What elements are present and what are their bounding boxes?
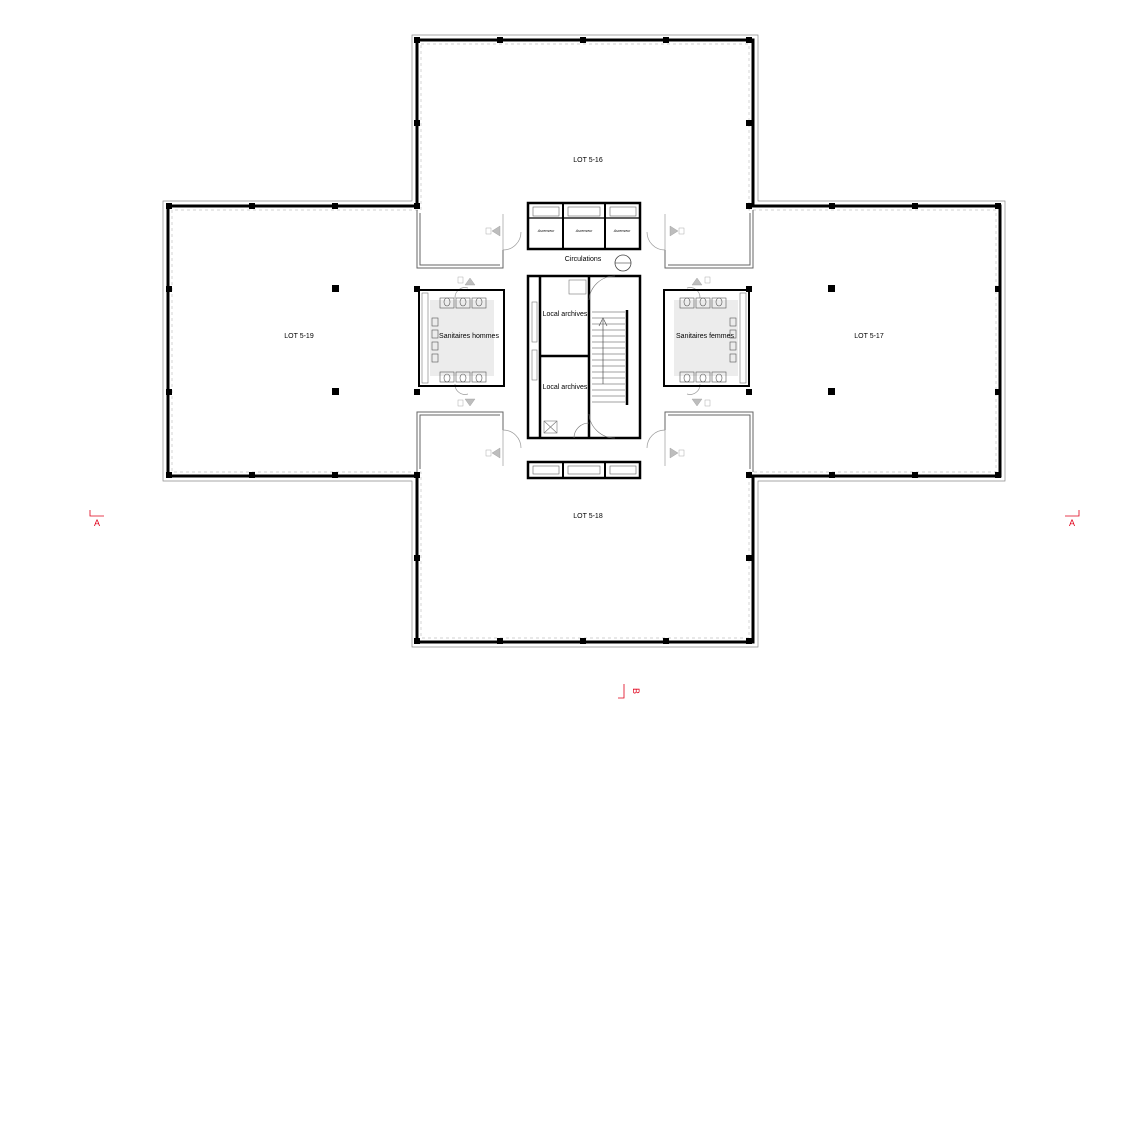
section-mark-left [89, 510, 104, 517]
section-mark-right [1065, 510, 1080, 517]
wc-toilet [459, 297, 467, 307]
wc-cubicles-east [679, 297, 737, 383]
wc-toilet [683, 373, 691, 383]
core-details [531, 275, 616, 439]
wc-toilet [715, 373, 723, 383]
lot-south-label: LOT 5-18 [573, 513, 603, 520]
columns [166, 37, 1001, 644]
exterior-walls [166, 38, 1002, 644]
section-mark-bottom-label: B [631, 688, 641, 694]
wc-toilet [699, 297, 707, 307]
wc-toilet [459, 373, 467, 383]
wc-sink [431, 353, 439, 363]
curtain-wall [162, 34, 1006, 648]
lot-east-label: LOT 5-17 [854, 333, 884, 340]
lobby-partitions [416, 210, 754, 472]
sanitaires-femmes-label: Sanitaires femmes [676, 333, 734, 340]
wc-toilet [475, 297, 483, 307]
wc-sink [431, 341, 439, 351]
wc-toilet [443, 297, 451, 307]
stair-direction-arrow [598, 317, 608, 384]
central-core [526, 274, 642, 440]
wc-toilet [443, 373, 451, 383]
elevator-bank-south [526, 460, 642, 480]
elevator-bank-north [526, 201, 642, 251]
wc-toilet [683, 297, 691, 307]
elevator-label-1: Ascenseur [537, 229, 555, 233]
wc-sink [431, 317, 439, 327]
wc-toilet [699, 373, 707, 383]
archives-upper-label: Local archives [543, 311, 588, 318]
sanitaires-hommes-room [418, 289, 505, 387]
wc-toilet [475, 373, 483, 383]
lot-west-label: LOT 5-19 [284, 333, 314, 340]
elevator-label-2: Ascenseur [575, 229, 593, 233]
wc-sink [729, 341, 737, 351]
wc-sink [729, 353, 737, 363]
section-mark-left-label: A [94, 518, 100, 528]
archives-lower-label: Local archives [543, 384, 588, 391]
wc-toilet [715, 297, 723, 307]
wc-cubicles-west [431, 297, 487, 383]
circulations-label: Circulations [565, 256, 602, 263]
wc-sink [431, 329, 439, 339]
sanitaires-femmes-room [663, 289, 750, 387]
stair-treads [592, 311, 625, 403]
lot-north-label: LOT 5-16 [573, 157, 603, 164]
wc-sink [729, 329, 737, 339]
sanitaires-hommes-label: Sanitaires hommes [439, 333, 499, 340]
section-mark-right-label: A [1069, 518, 1075, 528]
wc-sink [729, 317, 737, 327]
section-mark-bottom [618, 684, 625, 699]
direction-arrows [457, 225, 711, 459]
elevator-label-3: Ascenseur [613, 229, 631, 233]
